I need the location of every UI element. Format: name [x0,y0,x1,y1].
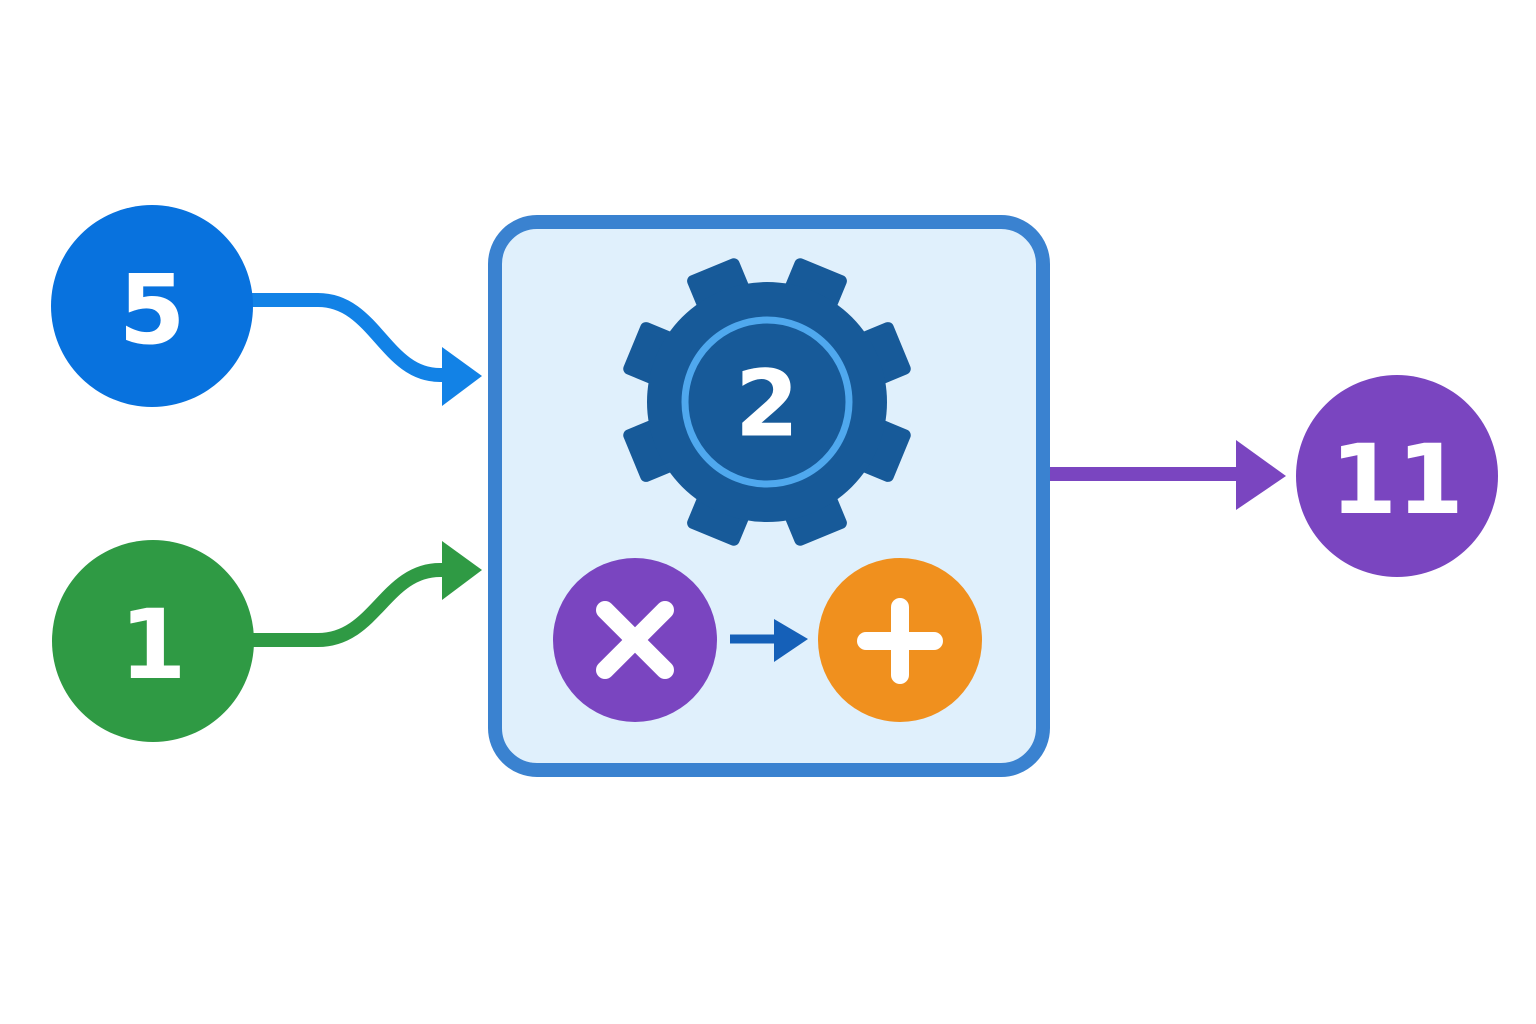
multiply-icon [596,601,674,679]
gear-icon: 2 [623,258,911,546]
multiply-step [553,558,717,722]
output-node-11: 11 [1296,375,1498,577]
gear-parameter-value: 2 [735,351,799,458]
gear-inner-ring [681,316,853,488]
output-value: 11 [1330,424,1464,536]
connector-input-1 [250,563,452,647]
connector-input-5 [250,293,452,382]
input-value-1: 1 [120,589,187,701]
input-node-1: 1 [52,540,254,742]
input-node-5: 5 [51,205,253,407]
plus-step [818,558,982,722]
plus-icon [857,598,943,684]
arrowhead-input-1 [442,541,482,600]
arrowhead-output [1236,440,1286,510]
arrowhead-input-5 [442,347,482,406]
step-arrow [730,619,808,662]
input-value-5: 5 [119,254,186,366]
